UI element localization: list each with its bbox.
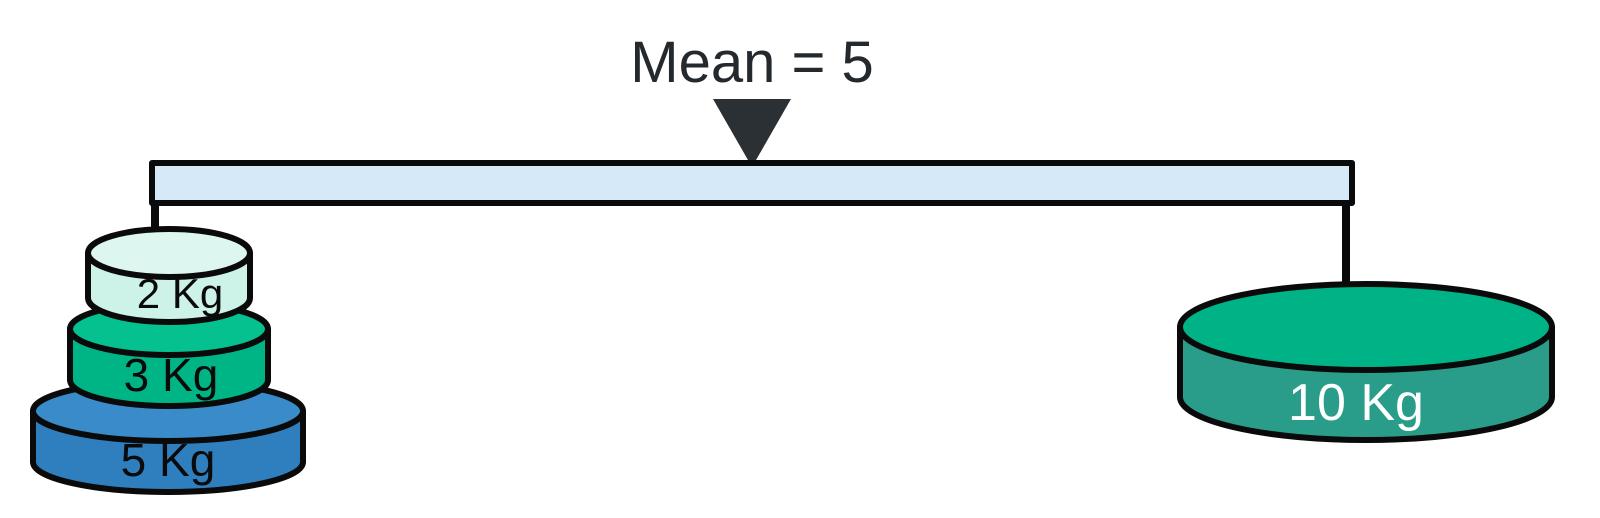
balance-beam <box>149 160 1355 206</box>
weight-10kg-top <box>1177 281 1555 373</box>
weight-10kg-label: 10 Kg <box>1288 374 1424 432</box>
triangle-down-icon <box>713 99 791 167</box>
weight-3kg-label: 3 Kg <box>124 349 219 401</box>
weight-cylinder-2kg: 2 Kg <box>85 226 253 325</box>
weight-5kg-label: 5 Kg <box>121 434 216 486</box>
weight-cylinder-10kg: 10 Kg <box>1177 281 1555 443</box>
weight-2kg-top <box>85 226 253 280</box>
weight-2kg-label: 2 Kg <box>137 270 223 317</box>
page-title: Mean = 5 <box>630 30 873 95</box>
